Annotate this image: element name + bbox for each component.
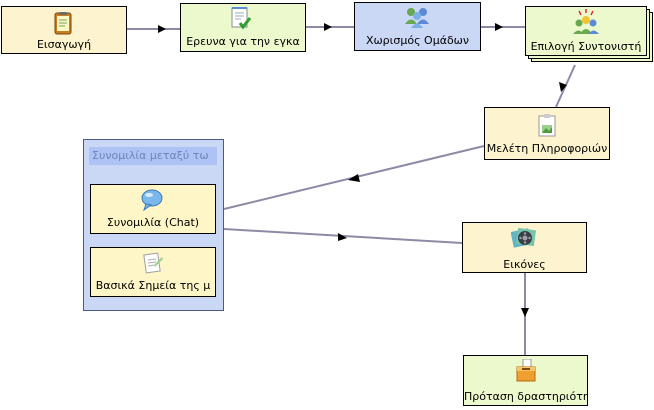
- arrowhead-grouping-to-coordinator: [495, 23, 503, 31]
- node-intro-label: Εισαγωγή: [36, 38, 92, 51]
- arrowhead-group-to-images: [338, 233, 347, 241]
- speech-bubble-icon: [141, 189, 163, 212]
- node-intro[interactable]: Εισαγωγή: [1, 6, 127, 54]
- node-key-points-label: Βασικά Σημεία της μ: [95, 279, 211, 292]
- node-study-label: Μελέτη Πληροφοριών: [486, 142, 608, 155]
- notepad-icon: [54, 12, 72, 35]
- node-study[interactable]: Μελέτη Πληροφοριών: [484, 107, 610, 160]
- people-group-icon: [405, 8, 429, 28]
- node-proposal[interactable]: Πρόταση δραστηριότη: [463, 355, 588, 406]
- leader-icon: [573, 9, 599, 34]
- node-images-label: Εικόνες: [503, 258, 546, 271]
- group-title: Συνομιλία μεταξύ τω: [89, 147, 217, 165]
- node-chat[interactable]: Συνομιλία (Chat): [90, 184, 216, 234]
- document-icon: [538, 114, 556, 137]
- checklist-icon: [231, 7, 252, 30]
- arrowhead-study-to-group: [348, 174, 360, 182]
- node-grouping[interactable]: Χωρισμός Ομάδων: [354, 2, 481, 51]
- notes-icon: [143, 252, 163, 274]
- node-research-label: Ερευνα για την εγκα: [186, 35, 300, 48]
- arrowhead-intro-to-research: [158, 25, 166, 33]
- film-reel-icon: [511, 227, 537, 248]
- group-discussion[interactable]: Συνομιλία μεταξύ τω Συνομιλία (Chat) Βασ…: [83, 139, 224, 311]
- node-coordinator[interactable]: Επιλογή Συντονιστή: [525, 6, 647, 56]
- arrowhead-images-to-proposal: [521, 308, 529, 317]
- ballot-box-icon: [516, 359, 536, 382]
- arrowhead-coordinator-to-study: [559, 82, 567, 92]
- arrowhead-research-to-grouping: [324, 23, 332, 31]
- node-coordinator-label: Επιλογή Συντονιστή: [530, 40, 642, 53]
- node-proposal-label: Πρόταση δραστηριότη: [464, 390, 587, 403]
- node-grouping-label: Χωρισμός Ομάδων: [365, 34, 470, 47]
- node-images[interactable]: Εικόνες: [462, 222, 587, 273]
- node-key-points[interactable]: Βασικά Σημεία της μ: [90, 247, 216, 297]
- node-chat-label: Συνομιλία (Chat): [106, 216, 200, 229]
- node-research[interactable]: Ερευνα για την εγκα: [180, 3, 306, 52]
